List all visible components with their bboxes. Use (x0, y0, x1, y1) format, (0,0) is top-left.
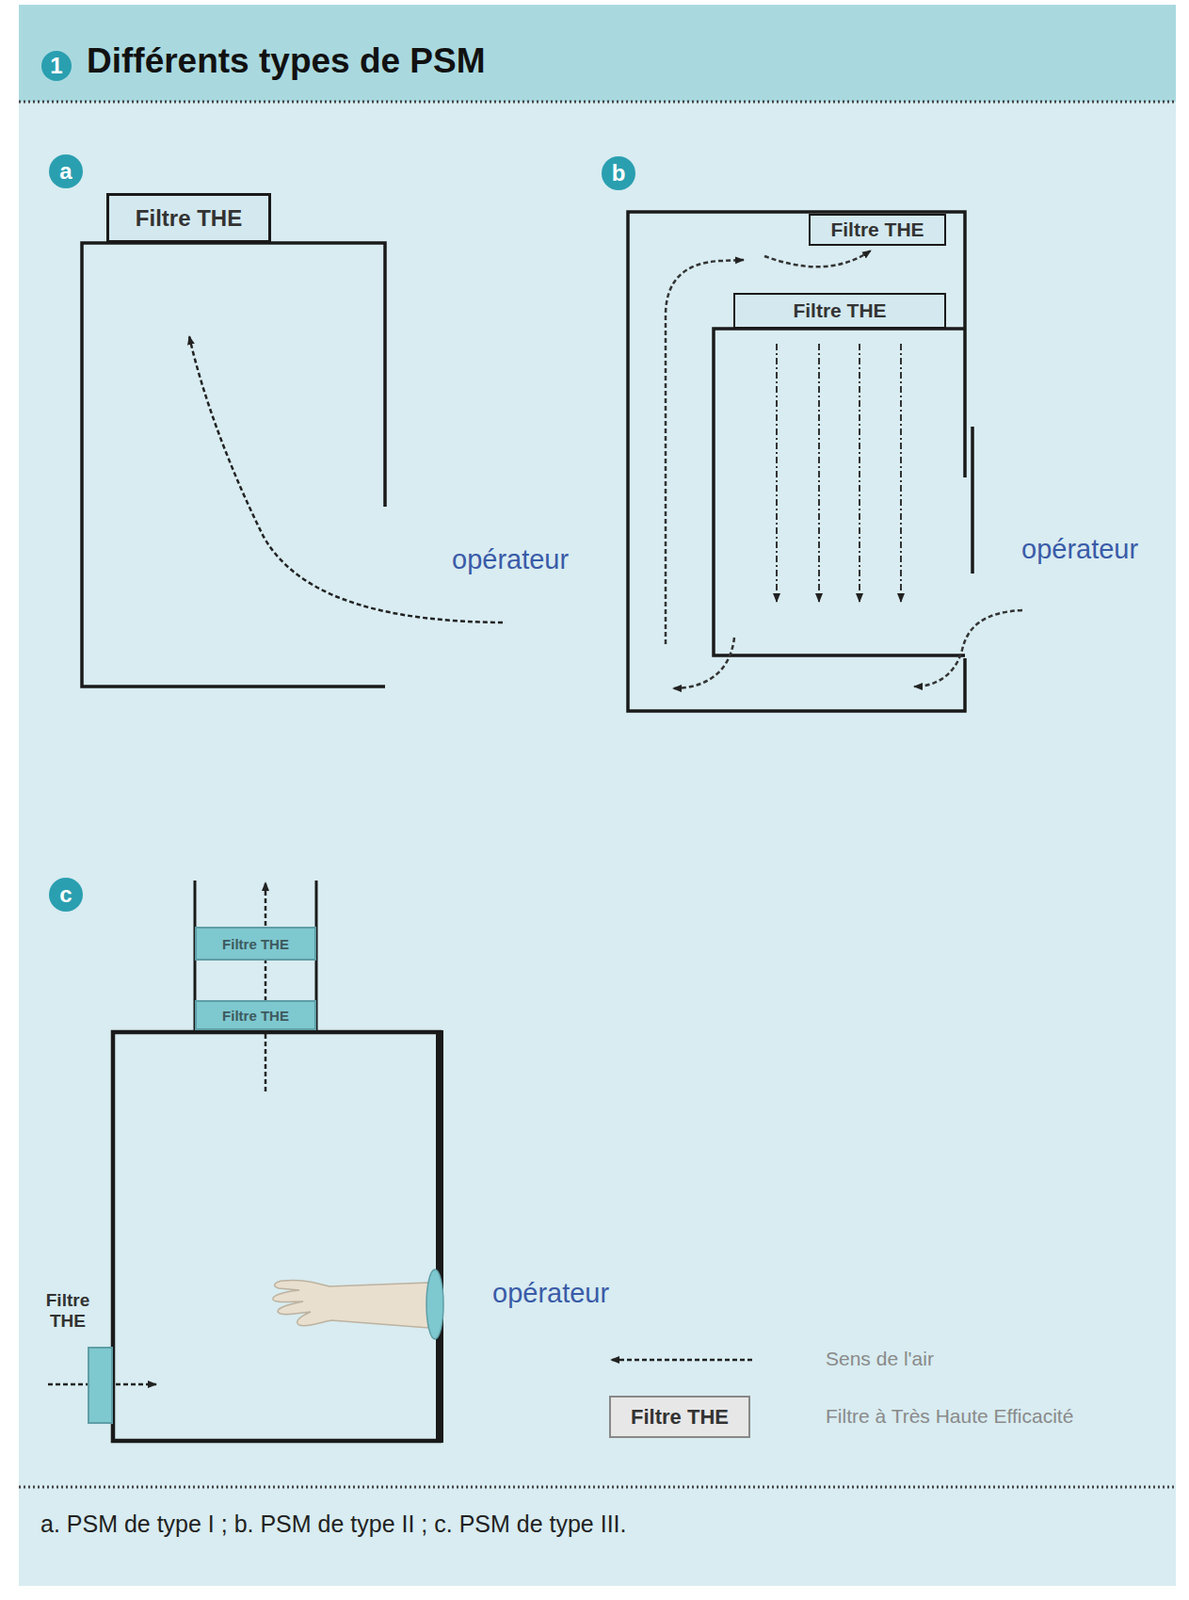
filter-label: Filtre THE (792, 299, 886, 322)
cabinet-inner (713, 328, 965, 656)
filter-box: Filtre THE (733, 292, 947, 329)
header-band (18, 4, 1176, 102)
filter-label: Filtre THE (222, 935, 290, 952)
airflow-arrow (264, 882, 268, 1092)
airflow-arrow (764, 250, 871, 267)
glovebox-outline (112, 1031, 440, 1441)
panel-background (18, 4, 1176, 1586)
dotted-rule (18, 1485, 1176, 1489)
airflow-arrow (665, 259, 744, 644)
glove-drawing (273, 1279, 429, 1328)
dotted-rule (18, 100, 1176, 104)
front-sash (970, 426, 975, 574)
airflow-arrow (189, 336, 503, 623)
figure-caption: a. PSM de type I ; b. PSM de type II ; c… (40, 1510, 627, 1538)
filter-label: Filtre THE (830, 218, 924, 242)
callout-number: 1 (41, 50, 72, 81)
filter-label: Filtre THE (630, 1404, 729, 1430)
glovebox-front (435, 1029, 444, 1443)
legend-text: Sens de l'air (825, 1347, 934, 1370)
airflow-arrow (914, 610, 1023, 687)
filter-box: Filtre THE (609, 1395, 751, 1438)
panel-letter: b (601, 156, 636, 191)
operator-label: opérateur (492, 1277, 610, 1309)
laminar-flow (858, 343, 861, 602)
diagram-title: Différents types de PSM (86, 41, 486, 81)
filter-label: Filtre THE (40, 1289, 96, 1332)
cabinet-outer (627, 211, 965, 711)
cabinet-outline (81, 242, 386, 687)
filter-box: Filtre THE (106, 192, 272, 243)
legend-text: Filtre à Très Haute Efficacité (825, 1404, 1074, 1428)
panel-letter: c (48, 877, 83, 912)
laminar-flow (775, 343, 778, 602)
filter-label: Filtre THE (222, 1007, 290, 1024)
panel-letter: a (48, 154, 83, 189)
filter-box: Filtre THE (87, 1346, 113, 1424)
laminar-flow (899, 343, 902, 602)
glove-port (426, 1269, 444, 1339)
filter-label: Filtre THE (135, 205, 242, 232)
laminar-flow (818, 343, 820, 602)
filter-box: Filtre THE (808, 213, 947, 246)
filter-box: Filtre THE (194, 926, 317, 961)
operator-label: opérateur (451, 544, 569, 576)
filter-box: Filtre THE (194, 999, 317, 1030)
operator-label: opérateur (1021, 533, 1139, 565)
legend-arrow-sample (610, 1358, 753, 1362)
airflow-arrow (673, 637, 735, 689)
